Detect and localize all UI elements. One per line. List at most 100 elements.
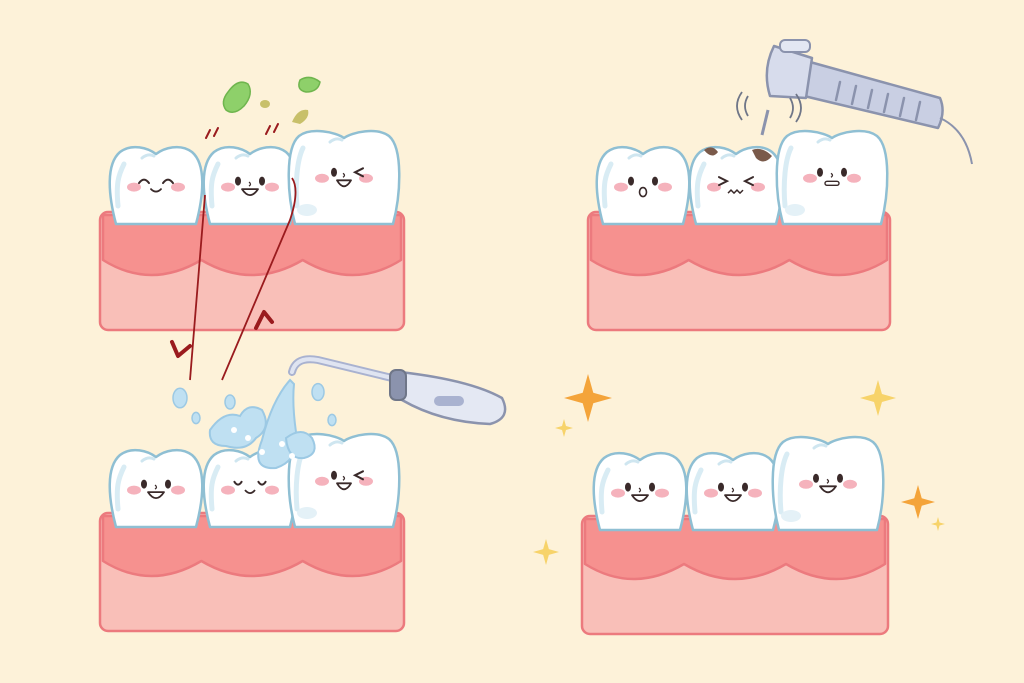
face-wink xyxy=(315,167,373,188)
tooth-icon xyxy=(287,432,401,529)
mouth xyxy=(241,188,259,196)
plaque-scene xyxy=(98,129,406,332)
gum-scallop xyxy=(101,514,403,578)
water-drop xyxy=(311,382,325,402)
drill-head xyxy=(765,44,814,100)
cheek xyxy=(171,485,185,495)
drill-grip xyxy=(882,92,890,114)
face-surprised xyxy=(614,176,672,198)
tooth-shine xyxy=(816,137,832,144)
flosser-nozzle-shine xyxy=(290,357,394,380)
plaque-icon xyxy=(298,76,321,93)
tooth-shade xyxy=(114,464,127,512)
plaque-icon xyxy=(292,109,309,124)
eye xyxy=(165,479,171,489)
tooth-shadow xyxy=(297,204,317,216)
floss-line xyxy=(221,177,297,381)
water-drop xyxy=(327,413,337,427)
tooth-shade xyxy=(691,467,704,515)
sparkle-icon xyxy=(564,374,612,422)
nose xyxy=(342,172,346,178)
plaque-icon xyxy=(260,100,270,108)
eye xyxy=(141,479,147,489)
tooth-shade xyxy=(293,145,306,209)
cheek xyxy=(704,488,718,498)
water-bubble xyxy=(289,453,295,459)
eye xyxy=(837,473,843,483)
cheek xyxy=(658,182,672,192)
nose xyxy=(248,181,252,187)
eye xyxy=(628,176,634,186)
tooth-shine xyxy=(717,459,733,466)
sparkle-icon xyxy=(860,380,896,416)
tooth-shine xyxy=(234,153,250,160)
face-pained xyxy=(707,176,765,195)
tooth-shadow xyxy=(785,204,805,216)
mouth xyxy=(727,189,744,195)
nose xyxy=(731,487,735,493)
mouth xyxy=(824,180,840,187)
drill-grip xyxy=(898,96,906,118)
tooth-shade xyxy=(208,464,221,512)
face-happy xyxy=(611,482,669,502)
face-happy xyxy=(221,176,279,196)
face-happy xyxy=(799,473,857,494)
tooth-shine xyxy=(812,443,828,450)
tooth-crown xyxy=(287,129,401,226)
arrow-icon xyxy=(170,340,192,358)
tooth-icon xyxy=(202,145,298,226)
nose xyxy=(154,484,158,490)
eye xyxy=(625,482,631,492)
cheek xyxy=(221,485,235,495)
drill-grip xyxy=(866,88,874,110)
mouth xyxy=(724,494,742,502)
eye xyxy=(718,482,724,492)
water-drop xyxy=(172,387,188,409)
drill-handle xyxy=(802,60,944,130)
eye-closed xyxy=(162,178,174,185)
cheek xyxy=(843,479,857,489)
water-drop xyxy=(224,394,236,410)
tooth-icon xyxy=(287,129,401,226)
mouth xyxy=(336,482,352,491)
tooth-shine xyxy=(328,440,344,447)
tooth-crown xyxy=(287,432,401,529)
eye-squint xyxy=(742,176,754,187)
tooth-shine xyxy=(140,153,156,160)
cavity-spot xyxy=(704,147,772,162)
cheek xyxy=(748,488,762,498)
cheek xyxy=(803,173,817,183)
tooth-shade xyxy=(694,161,707,209)
tooth-icon xyxy=(685,451,781,532)
cheek xyxy=(127,485,141,495)
eye xyxy=(259,176,265,186)
nose xyxy=(826,478,830,484)
cheek xyxy=(171,182,185,192)
sparkle-icon xyxy=(555,419,573,437)
flosser-collar xyxy=(389,369,407,401)
clean-scene xyxy=(580,435,890,636)
mouth xyxy=(638,186,648,198)
water-bubble xyxy=(245,435,251,441)
mouth xyxy=(150,188,162,193)
motion-lines xyxy=(265,123,279,135)
tooth-icon xyxy=(202,448,298,529)
sparkle-icon xyxy=(533,539,559,565)
plaque-icon xyxy=(222,81,251,113)
drill-grip xyxy=(850,84,858,106)
drill-bit xyxy=(760,109,770,136)
tooth-shine xyxy=(328,137,344,144)
tooth-shine xyxy=(627,153,643,160)
cheek xyxy=(221,182,235,192)
tooth-icon xyxy=(775,129,889,226)
eye-closed xyxy=(233,480,243,486)
eye xyxy=(331,167,337,177)
gum-scallop xyxy=(101,213,403,277)
face-neutral xyxy=(803,167,861,187)
eye-squint xyxy=(718,176,730,187)
tooth-shine xyxy=(720,153,736,160)
eye xyxy=(742,482,748,492)
eye xyxy=(813,473,819,483)
tooth-shine xyxy=(624,459,640,466)
